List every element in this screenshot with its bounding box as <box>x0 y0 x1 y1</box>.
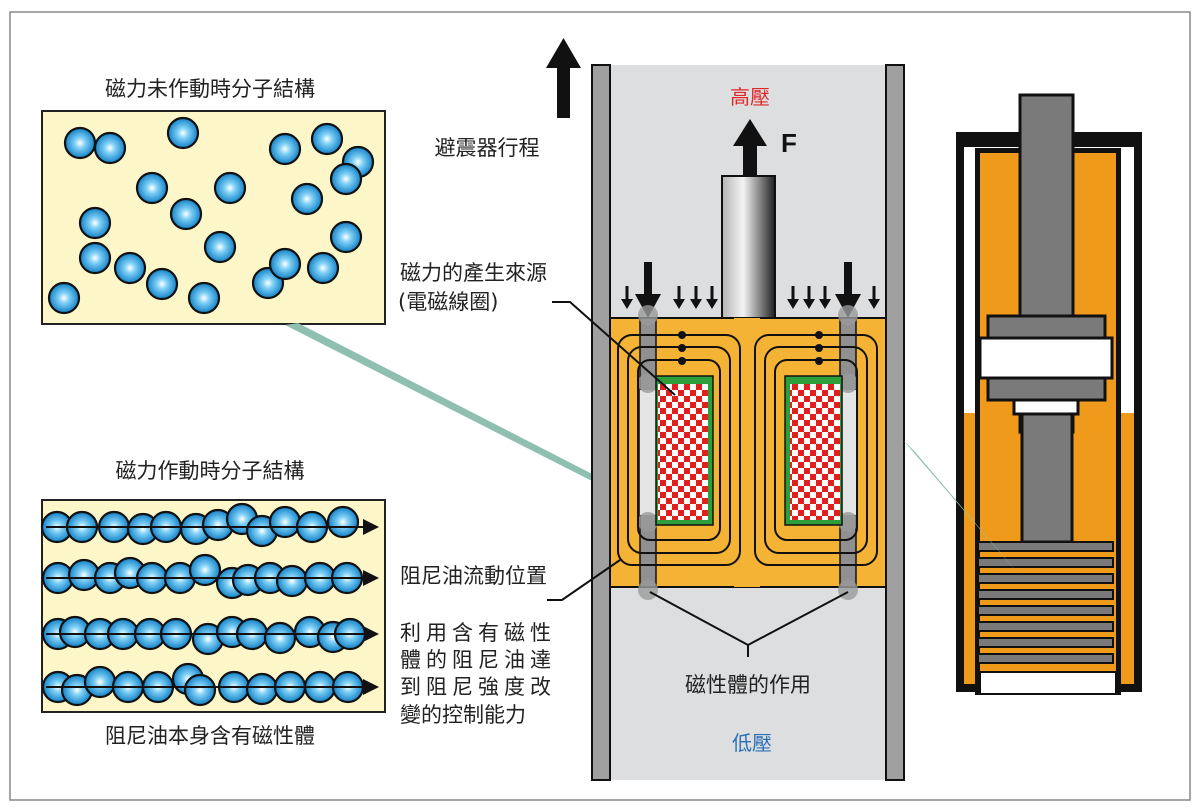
magnetic-effect-label: 磁性體的作用 <box>685 673 811 697</box>
particle <box>135 171 169 205</box>
shock-absorber-overview <box>956 93 1142 695</box>
flow-arrow-icon <box>868 286 880 309</box>
particle <box>93 131 127 165</box>
force-arrow-icon <box>733 119 767 178</box>
force-label: F <box>781 128 797 158</box>
flow-arrow-icon <box>803 286 815 309</box>
cylinder-wall-left <box>591 64 611 781</box>
damper-plate <box>977 653 1114 664</box>
random-particles <box>47 116 375 315</box>
particle <box>145 267 179 301</box>
particle <box>290 182 324 216</box>
oil-flow-leader-line <box>547 559 621 601</box>
piston-rod <box>721 175 776 319</box>
coil-right-winding <box>790 384 840 520</box>
coil-left-winding <box>658 384 708 520</box>
field-direction-dots <box>678 331 823 365</box>
particle <box>268 505 302 539</box>
title-unactivated: 磁力未作動時分子結構 <box>105 77 315 101</box>
leader-wedge-right-overlay <box>903 440 1022 578</box>
particle <box>166 116 200 150</box>
flow-arrow-icon <box>787 286 799 309</box>
stroke-arrow-icon <box>546 38 581 118</box>
stroke-label: 避震器行程 <box>435 136 540 160</box>
damper-plate <box>977 589 1114 600</box>
particle <box>63 126 97 160</box>
damper-plate <box>977 573 1114 584</box>
damper-plate <box>977 621 1114 632</box>
explanation-line-4: 變的控制能力 <box>400 703 526 727</box>
cylinder-wall-right <box>885 64 905 781</box>
particle <box>268 247 302 281</box>
particle <box>183 673 217 707</box>
damper-plate <box>977 605 1114 616</box>
particle <box>213 171 247 205</box>
flow-arrow-icon <box>673 286 685 309</box>
flow-arrow-icon <box>706 286 718 309</box>
chained-particles <box>40 502 379 707</box>
damper-plate <box>977 557 1114 568</box>
particle <box>326 505 360 539</box>
oil-flow-label: 阻尼油流動位置 <box>400 564 547 588</box>
low-pressure-label: 低壓 <box>732 731 772 755</box>
leader-wedge-left <box>285 323 600 480</box>
flow-channel-left-light <box>640 390 656 515</box>
particle <box>329 220 363 254</box>
damper-plates <box>977 541 1114 664</box>
coil-label-line2: (電磁線圈) <box>398 290 498 314</box>
particle <box>306 251 340 285</box>
coil-label-line1: 磁力的產生來源 <box>400 261 547 285</box>
particle <box>78 206 112 240</box>
caption-oil: 阻尼油本身含有磁性體 <box>105 724 315 748</box>
explanation-line-1: 利用含有磁性 <box>400 621 556 645</box>
particle <box>263 621 297 655</box>
particle <box>275 564 309 598</box>
explanation-text: 利用含有磁性 體的阻尼油達 到阻尼強度改 變的控制能力 <box>400 621 556 727</box>
particle <box>329 162 363 196</box>
particle <box>188 553 222 587</box>
particle <box>78 241 112 275</box>
particle <box>83 665 117 699</box>
flow-arrow-icon <box>690 286 702 309</box>
flow-channel-right-light <box>840 390 856 515</box>
damper-plate <box>977 541 1114 552</box>
explanation-line-2: 體的阻尼油達 <box>400 648 556 672</box>
particle <box>310 122 344 156</box>
particle <box>245 672 279 706</box>
particle <box>268 132 302 166</box>
title-activated: 磁力作動時分子結構 <box>116 459 305 483</box>
particle <box>203 230 237 264</box>
particle <box>187 281 221 315</box>
coil-leader-line <box>552 301 676 396</box>
explanation-line-3: 到阻尼強度改 <box>400 675 556 699</box>
particle <box>47 281 81 315</box>
damper-plate <box>977 637 1114 648</box>
flow-arrow-icon <box>819 286 831 309</box>
particle <box>113 251 147 285</box>
flow-arrow-icon <box>621 286 633 309</box>
high-pressure-label: 高壓 <box>730 85 770 109</box>
particle <box>169 197 203 231</box>
